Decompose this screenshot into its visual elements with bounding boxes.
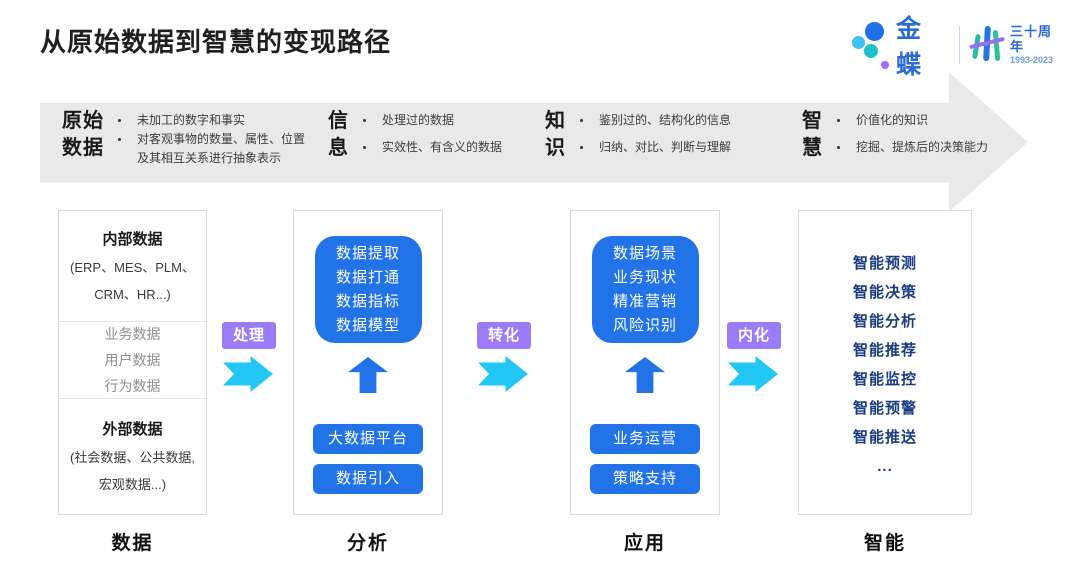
bottom-label-intelligence: 智能 (863, 533, 906, 554)
up-arrow-icon (625, 357, 665, 393)
stage-title: 原始 数据 (62, 110, 104, 159)
middle-data-item: 业务数据 (104, 326, 161, 342)
bullet-dot (580, 146, 583, 149)
stage-information: 信 息 处理过的数据 实效性、有含义的数据 (328, 108, 542, 162)
data-import-button[interactable]: 数据引入 (313, 464, 423, 494)
intelligence-item: ... (877, 458, 893, 475)
intelligence-item: 智能预测 (852, 255, 917, 272)
bullet-dot (363, 146, 366, 149)
connector-label: 转化 (477, 322, 531, 349)
intelligence-item: 智能监控 (852, 371, 917, 388)
column-analysis: 数据提取 数据打通 数据指标 数据模型 大数据平台 数据引入 (293, 210, 443, 515)
connector-label: 处理 (222, 322, 276, 349)
intelligence-item: 智能推荐 (852, 342, 917, 359)
stage-bullet: 价值化的知识 (856, 113, 929, 127)
anniversary-years: 1993-2023 (1009, 54, 1054, 65)
strategy-support-button[interactable]: 策略支持 (590, 464, 700, 494)
bullet-dot (580, 119, 583, 122)
page-title: 从原始数据到智慧的变现路径 (40, 27, 392, 57)
column-application: 数据场景 业务现状 精准营销 风险识别 业务运营 策略支持 (570, 210, 720, 515)
external-data-title: 外部数据 (102, 421, 163, 438)
column-data: 内部数据 (ERP、MES、PLM、CRM、HR...) 业务数据 用户数据 行… (58, 210, 207, 515)
bottom-label-application: 应用 (623, 533, 666, 554)
bottom-label-analysis: 分析 (346, 533, 389, 554)
stage-wisdom: 智 慧 价值化的知识 挖掘、提炼后的决策能力 (802, 108, 1014, 162)
intelligence-item: 智能推送 (852, 429, 917, 446)
intelligence-item: 智能决策 (852, 284, 917, 301)
middle-data-section: 业务数据 用户数据 行为数据 (59, 321, 206, 399)
internal-data-title: 内部数据 (102, 231, 163, 248)
bullet-dot (118, 138, 121, 141)
bullet-dot (837, 146, 840, 149)
external-data-sub: (社会数据、公共数据, 宏观数据...) (70, 450, 195, 492)
anniversary-title: 三十周年 (1009, 23, 1052, 54)
stages-arrow-banner: 原始 数据 未加工的数字和事实 对客观事物的数量、属性、位置及其相互关系进行抽象… (40, 72, 1028, 212)
intelligence-item: 智能分析 (852, 313, 917, 330)
kingdee-butterfly-icon (852, 20, 890, 70)
logo-divider (959, 26, 960, 64)
stage-title: 智 慧 (802, 110, 823, 159)
stage-raw-data: 原始 数据 未加工的数字和事实 对客观事物的数量、属性、位置及其相互关系进行抽象… (62, 108, 313, 168)
connector-transform: 转化 (477, 322, 533, 392)
connector-label: 内化 (727, 322, 781, 349)
stage-bullet: 归纳、对比、判断与理解 (599, 140, 732, 154)
analysis-card: 数据提取 数据打通 数据指标 数据模型 (314, 236, 422, 343)
logo-dot-teal (864, 44, 878, 58)
connector-internalize: 内化 (727, 322, 783, 392)
logo-brand-name: 金蝶 (896, 15, 925, 79)
stage-title: 信 息 (328, 110, 349, 159)
middle-data-item: 用户数据 (104, 352, 161, 368)
kingdee-logo: 金蝶 三十周年 1993-2023 (852, 15, 1064, 79)
external-data-section: 外部数据 (社会数据、公共数据, 宏观数据...) (59, 399, 206, 514)
stage-title: 知 识 (545, 110, 566, 159)
logo-dot-cyan (852, 36, 865, 49)
bullet-dot (118, 119, 121, 122)
stage-bullet: 挖掘、提炼后的决策能力 (856, 140, 989, 154)
logo-dot-blue (865, 22, 884, 41)
intelligence-list: 智能预测 智能决策 智能分析 智能推荐 智能监控 智能预警 智能推送 ... (799, 211, 971, 481)
middle-data-item: 行为数据 (104, 378, 161, 394)
big-data-platform-button[interactable]: 大数据平台 (313, 424, 423, 454)
up-arrow-icon (348, 357, 388, 393)
column-intelligence: 智能预测 智能决策 智能分析 智能推荐 智能监控 智能预警 智能推送 ... (798, 210, 972, 515)
stage-knowledge: 知 识 鉴别过的、结构化的信息 归纳、对比、判断与理解 (545, 108, 771, 162)
right-arrow-icon (478, 356, 528, 392)
intelligence-item: 智能预警 (852, 400, 917, 417)
bottom-label-data: 数据 (111, 533, 154, 554)
application-card: 数据场景 业务现状 精准营销 风险识别 (591, 236, 699, 343)
connector-process: 处理 (222, 322, 278, 392)
logo-dot-purple (881, 61, 889, 69)
anniversary-text: 三十周年 1993-2023 (1009, 23, 1064, 65)
stage-bullet: 未加工的数字和事实 (137, 113, 246, 127)
business-operation-button[interactable]: 业务运营 (590, 424, 700, 454)
bullet-dot (363, 119, 366, 122)
stage-bullet: 对客观事物的数量、属性、位置及其相互关系进行抽象表示 (137, 132, 306, 165)
bullet-dot (837, 119, 840, 122)
right-arrow-icon (223, 356, 273, 392)
internal-data-section: 内部数据 (ERP、MES、PLM、CRM、HR...) (59, 211, 206, 321)
thirty-anniversary-icon (969, 22, 1005, 68)
stage-bullet: 鉴别过的、结构化的信息 (599, 113, 732, 127)
stage-bullet: 实效性、有含义的数据 (382, 140, 503, 154)
stage-bullet: 处理过的数据 (382, 113, 455, 127)
internal-data-sub: (ERP、MES、PLM、CRM、HR...) (70, 260, 195, 302)
right-arrow-icon (728, 356, 778, 392)
